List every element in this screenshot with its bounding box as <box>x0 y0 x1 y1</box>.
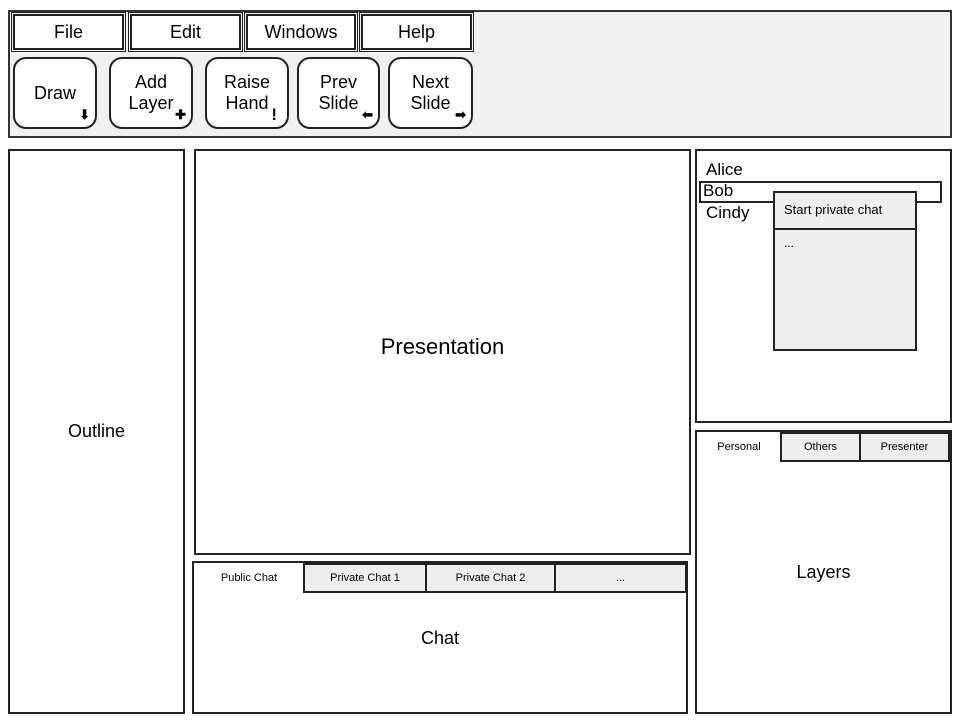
outline-panel: Outline <box>8 149 185 714</box>
add-layer-button[interactable]: Add Layer✚ <box>109 57 193 129</box>
chat-label: Chat <box>420 627 460 648</box>
presentation-panel: Presentation <box>194 149 691 555</box>
user-cindy[interactable]: Cindy <box>706 203 750 222</box>
next-slide-button[interactable]: Next Slide ➡ <box>388 57 473 129</box>
exclamation-icon: ! <box>271 105 277 124</box>
arrow-down-icon: ⬇ <box>79 107 90 122</box>
chat-panel: Public Chat Private Chat 1 Private Chat … <box>192 561 688 714</box>
menu-edit[interactable]: Edit <box>128 12 243 52</box>
tab-personal[interactable]: Personal <box>697 432 781 462</box>
raise-hand-label: Raise Hand <box>223 72 271 113</box>
draw-label: Draw <box>33 82 76 103</box>
prev-slide-button[interactable]: Prev Slide⬅ <box>297 57 380 129</box>
prev-slide-label: Prev Slide <box>318 72 359 113</box>
menu-file[interactable]: File <box>11 12 126 52</box>
layers-label: Layers <box>796 561 851 582</box>
arrow-left-icon: ⬅ <box>362 107 373 122</box>
more-item[interactable]: ... <box>784 236 795 250</box>
tab-private-chat-1[interactable]: Private Chat 1 <box>303 563 427 593</box>
draw-button[interactable]: Draw⬇ <box>13 57 97 129</box>
start-private-chat-item[interactable]: Start private chat <box>775 193 915 230</box>
tab-private-chat-2[interactable]: Private Chat 2 <box>425 563 556 593</box>
outline-label: Outline <box>67 421 126 441</box>
plus-icon: ✚ <box>175 107 186 122</box>
presentation-label: Presentation <box>380 334 505 359</box>
tab-others[interactable]: Others <box>780 432 861 462</box>
arrow-right-icon: ➡ <box>455 107 466 122</box>
user-alice[interactable]: Alice <box>706 160 743 179</box>
tab-presenter[interactable]: Presenter <box>859 432 950 462</box>
menu-windows[interactable]: Windows <box>244 12 358 52</box>
layers-panel: Personal Others Presenter Layers <box>695 430 952 714</box>
next-slide-label: Next Slide <box>410 72 451 113</box>
tab-more[interactable]: ... <box>554 563 687 593</box>
raise-hand-button[interactable]: Raise Hand! <box>205 57 289 129</box>
tab-public-chat[interactable]: Public Chat <box>194 563 304 593</box>
add-layer-label: Add Layer <box>128 72 174 113</box>
user-context-menu: Start private chat ... <box>773 191 917 351</box>
menu-help[interactable]: Help <box>359 12 474 52</box>
